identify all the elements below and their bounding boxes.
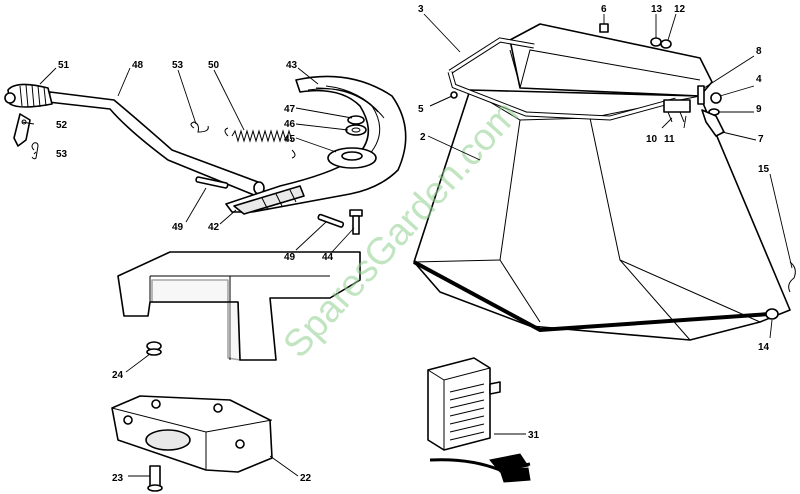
label-49a: 49 <box>172 222 184 233</box>
label-53b: 53 <box>56 149 68 160</box>
label-50: 50 <box>208 60 220 71</box>
nut-6 <box>599 23 609 33</box>
label-53a: 53 <box>172 60 184 71</box>
washers-13-12 <box>650 37 672 49</box>
deck-base <box>117 251 361 361</box>
label-10: 10 <box>646 134 658 145</box>
spring-hook-53a <box>190 121 209 133</box>
bag-bottom-rod-14 <box>413 260 779 333</box>
label-3: 3 <box>418 4 424 15</box>
pin-49b <box>317 213 345 228</box>
handle-7 <box>701 109 725 137</box>
label-48: 48 <box>132 60 144 71</box>
label-11: 11 <box>664 134 675 145</box>
label-42: 42 <box>208 222 220 233</box>
bag-top-cover <box>509 23 713 97</box>
label-12: 12 <box>674 4 686 15</box>
clip-15 <box>788 261 796 293</box>
label-13: 13 <box>651 4 663 15</box>
nut-24 <box>146 341 162 356</box>
label-52: 52 <box>56 120 68 131</box>
label-2: 2 <box>420 132 426 143</box>
label-8: 8 <box>756 46 762 57</box>
leader-lines <box>21 13 793 477</box>
weight-block-22 <box>111 395 273 473</box>
label-14: 14 <box>758 342 770 353</box>
screw-44 <box>349 209 363 235</box>
label-6: 6 <box>601 4 607 15</box>
deflector-plate-43 <box>225 75 407 215</box>
screw-5 <box>429 91 458 107</box>
label-47: 47 <box>284 104 296 115</box>
handle-bar-48 <box>47 91 265 196</box>
pivot-45 <box>327 147 377 169</box>
label-45: 45 <box>284 134 296 145</box>
label-49b: 49 <box>284 252 296 263</box>
label-7: 7 <box>758 134 764 145</box>
label-24: 24 <box>112 370 124 381</box>
label-44: 44 <box>322 252 334 263</box>
handle-grip-51 <box>4 83 53 108</box>
pin-49a <box>195 176 229 189</box>
label-46: 46 <box>284 119 296 130</box>
clip-52 <box>13 113 31 147</box>
frame-3 <box>447 37 677 121</box>
label-51: 51 <box>58 60 70 71</box>
grass-bag-2 <box>413 89 791 341</box>
washer-46 <box>345 124 367 136</box>
label-31: 31 <box>528 430 540 441</box>
label-23: 23 <box>112 473 124 484</box>
label-43: 43 <box>286 60 298 71</box>
label-15: 15 <box>758 164 770 175</box>
bolt-8 <box>697 85 705 105</box>
bracket-10-11 <box>663 99 691 123</box>
label-22: 22 <box>300 473 312 484</box>
spring-hook-53b <box>31 142 39 160</box>
label-4: 4 <box>756 74 762 85</box>
bushing-47 <box>347 115 365 125</box>
battery-charger-31 <box>427 357 531 483</box>
part-labels: 51 48 53 50 43 52 53 47 46 45 49 42 49 4… <box>56 4 770 484</box>
label-9: 9 <box>756 104 762 115</box>
label-5: 5 <box>418 104 424 115</box>
nut-4 <box>710 92 722 104</box>
spring-50 <box>224 127 296 159</box>
bolt-23 <box>147 465 163 492</box>
